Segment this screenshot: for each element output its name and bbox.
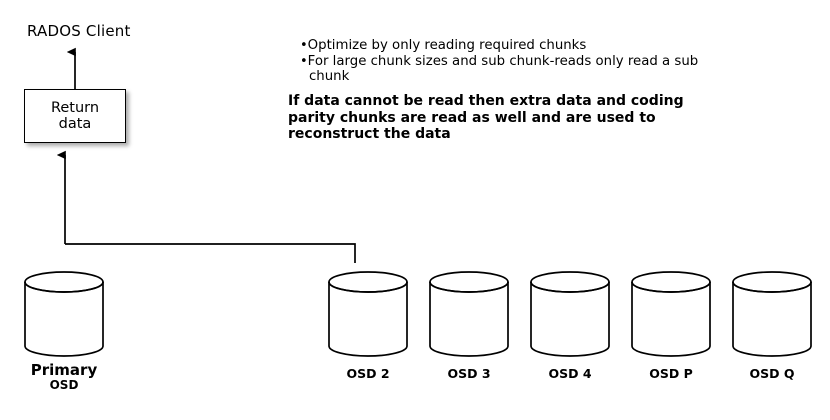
notes-bullet-list: •Optimize by only reading required chunk… bbox=[300, 38, 720, 85]
osd-cylinder-osd-q[interactable] bbox=[730, 270, 814, 360]
osd-cylinder-osd-p[interactable] bbox=[629, 270, 713, 360]
osd-label-osd-4: OSD 4 bbox=[548, 366, 592, 381]
primary-osd-label-line2: OSD bbox=[49, 378, 79, 392]
osd-label-osd-3: OSD 3 bbox=[447, 366, 491, 381]
bullet-glyph-icon: • bbox=[300, 38, 308, 53]
note-bullet-2-text: For large chunk sizes and sub chunk-read… bbox=[307, 53, 699, 85]
primary-osd-label-line1: Primary bbox=[30, 361, 98, 379]
note-bullet-1-text: Optimize by only reading required chunks bbox=[307, 38, 587, 53]
notes-paragraph: If data cannot be read then extra data a… bbox=[288, 93, 684, 142]
bullet-glyph-icon-2: • bbox=[300, 53, 308, 69]
note-bullet-2: •For large chunk sizes and sub chunk-rea… bbox=[300, 54, 720, 85]
return-data-box-label: Return data bbox=[50, 100, 100, 132]
cylinder-icon bbox=[732, 271, 812, 357]
connector-osd-group-to-primary bbox=[65, 243, 356, 263]
cylinder-icon bbox=[530, 271, 610, 357]
rados-client-label: RADOS Client bbox=[27, 22, 131, 40]
cylinder-icon bbox=[328, 271, 408, 357]
primary-osd-label: Primary OSD bbox=[18, 362, 110, 392]
osd-label-osd-2: OSD 2 bbox=[346, 366, 390, 381]
osd-cylinder-osd-3[interactable] bbox=[427, 270, 511, 360]
osd-cylinder-osd-4[interactable] bbox=[528, 270, 612, 360]
note-bullet-1: •Optimize by only reading required chunk… bbox=[300, 38, 720, 54]
return-data-box[interactable]: Return data bbox=[24, 89, 126, 143]
cylinder-icon bbox=[24, 271, 104, 357]
cylinder-icon bbox=[429, 271, 509, 357]
osd-cylinder-osd-2[interactable] bbox=[326, 270, 410, 360]
cylinder-icon bbox=[631, 271, 711, 357]
osd-label-osd-q: OSD Q bbox=[749, 366, 795, 381]
osd-label-osd-p: OSD P bbox=[649, 366, 693, 381]
primary-osd-cylinder[interactable] bbox=[22, 270, 106, 360]
